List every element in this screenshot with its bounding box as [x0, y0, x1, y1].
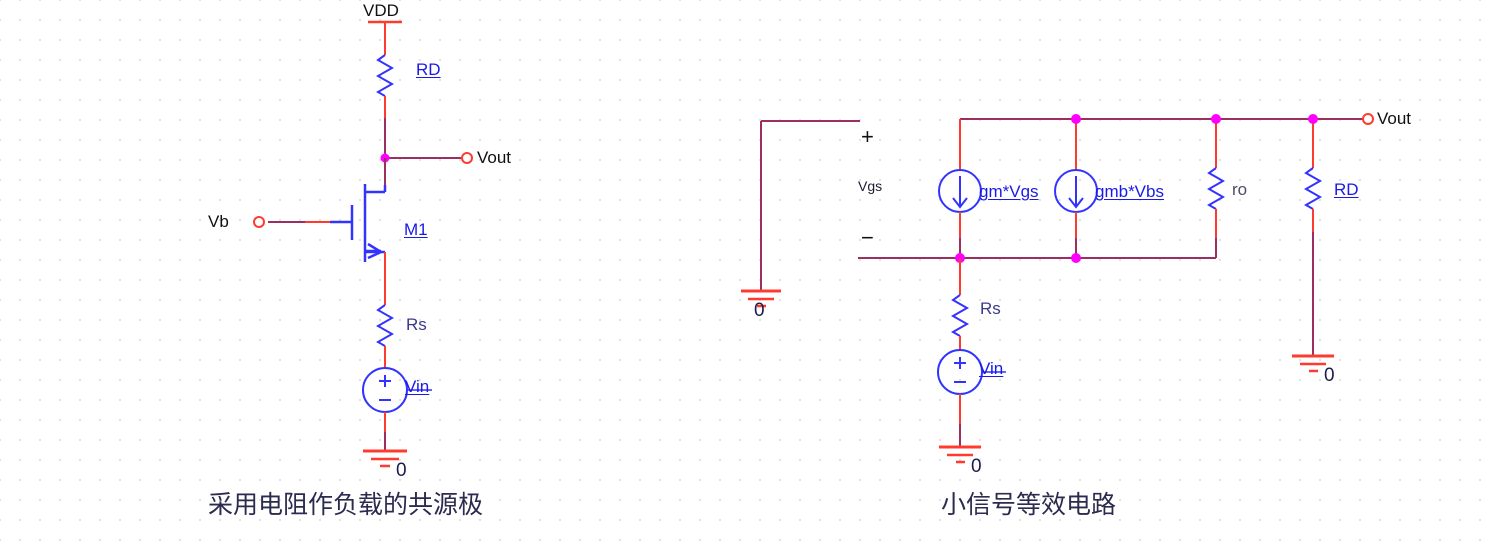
label-gmb-vbs[interactable]: gmb*Vbs: [1095, 182, 1164, 201]
right-circuit-group: [741, 113, 1374, 464]
ground-symbol-mid: [939, 445, 981, 464]
label-m1[interactable]: M1: [404, 220, 428, 239]
label-vb: Vb: [208, 212, 229, 231]
caption-left: 采用电阻作负载的共源极: [208, 491, 484, 519]
caption-right: 小信号等效电路: [941, 491, 1117, 519]
label-ground-mid: 0: [971, 456, 982, 477]
terminal-vout-left[interactable]: [461, 152, 473, 164]
resistor-rd-symbol-right[interactable]: [1305, 167, 1321, 210]
label-ro: ro: [1232, 180, 1248, 199]
label-vin-left[interactable]: Vin: [405, 377, 430, 396]
junction-dot-ro-top: [1211, 114, 1221, 124]
label-ground-right: 0: [1324, 365, 1335, 386]
left-circuit-group: [253, 20, 473, 468]
label-rd-left[interactable]: RD: [416, 60, 441, 79]
resistor-rs-symbol-right[interactable]: [952, 294, 968, 337]
gm-arrow-head: [952, 197, 968, 209]
terminal-vout-right[interactable]: [1362, 113, 1374, 125]
label-ground-vgs: 0: [754, 300, 765, 321]
label-vin-right[interactable]: Vin: [979, 359, 1004, 378]
ground-symbol-left: [363, 449, 407, 468]
label-vgs-plus: +: [861, 124, 874, 149]
junction-dot-vout-right: [1308, 114, 1318, 124]
ground-symbol-vgs: [741, 289, 781, 308]
current-source-gmb-vbs[interactable]: [1054, 169, 1098, 213]
vin-right-circle: [937, 349, 983, 395]
label-rd-right[interactable]: RD: [1334, 180, 1359, 199]
junction-dot-gmb-bottom: [1071, 253, 1081, 263]
label-vgs: Vgs: [858, 178, 883, 194]
label-vout-right: Vout: [1377, 109, 1412, 128]
resistor-ro-symbol[interactable]: [1208, 167, 1224, 210]
label-vdd: VDD: [363, 1, 399, 20]
junction-dot-gmb-top: [1071, 114, 1081, 124]
ground-symbol-right: [1292, 354, 1334, 373]
label-rs-left: Rs: [406, 315, 427, 334]
label-vgs-minus: −: [861, 225, 874, 250]
vin-left-circle: [362, 367, 408, 413]
resistor-rs-symbol-left[interactable]: [377, 304, 393, 347]
label-ground-left: 0: [396, 460, 407, 481]
terminal-vb[interactable]: [253, 216, 265, 228]
label-gm-vgs[interactable]: gm*Vgs: [979, 182, 1039, 201]
label-rs-right: Rs: [980, 299, 1001, 318]
resistor-rd-symbol[interactable]: [377, 54, 393, 97]
current-source-gm-vgs[interactable]: [938, 169, 982, 213]
transistor-m1-symbol[interactable]: [330, 184, 385, 262]
gmb-arrow-head: [1068, 197, 1084, 209]
label-vout-left: Vout: [477, 148, 512, 167]
